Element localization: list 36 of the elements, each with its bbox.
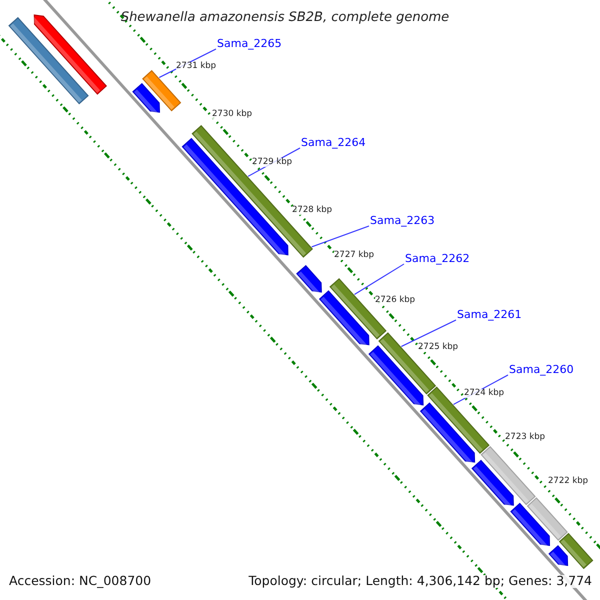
scale-label: 2727 kbp xyxy=(334,251,374,260)
gene-block xyxy=(318,290,370,348)
gene-label: Sama_2264 xyxy=(301,137,366,148)
leader-line xyxy=(400,320,456,347)
scale-label: 2724 kbp xyxy=(464,389,504,398)
scale-label: 2723 kbp xyxy=(505,433,546,442)
gene-block xyxy=(420,402,476,466)
gene-block xyxy=(427,386,490,454)
gene-label: Sama_2263 xyxy=(370,215,435,226)
gene-block xyxy=(471,460,514,508)
gene-block xyxy=(30,14,107,95)
map-title: Shewanella amazonensis SB2B, complete genome xyxy=(120,11,450,24)
gene-block xyxy=(296,265,322,295)
footer-text: Topology: circular; Length: 4,306,142 bp; Genes: 3,774 xyxy=(248,575,592,588)
scale-label: 2730 kbp xyxy=(212,110,252,118)
gene-label: Sama_2262 xyxy=(405,253,470,264)
leader-line xyxy=(311,226,370,248)
gene-block xyxy=(526,497,568,541)
gene-block xyxy=(558,532,594,570)
gene-block xyxy=(480,446,536,506)
gene-block xyxy=(8,17,89,104)
gene-block xyxy=(142,70,182,112)
scale-label: 2729 kbp xyxy=(252,158,292,166)
gene-label: Sama_2260 xyxy=(509,364,574,375)
gene-label: Sama_2265 xyxy=(217,38,282,49)
gene-block xyxy=(548,545,568,568)
leader-line xyxy=(354,264,404,295)
scale-label: 2722 kbp xyxy=(548,477,588,486)
gene-label: Sama_2261 xyxy=(457,309,522,320)
scale-label: 2726 kbp xyxy=(375,296,416,304)
gene-block xyxy=(510,502,550,548)
scale-label: 2731 kbp xyxy=(176,62,216,70)
scale-label: 2728 kbp xyxy=(292,206,332,214)
scale-label: 2725 kbp xyxy=(418,343,458,352)
footer-text: Accession: NC_008700 xyxy=(9,575,152,588)
gene-block xyxy=(132,83,160,116)
